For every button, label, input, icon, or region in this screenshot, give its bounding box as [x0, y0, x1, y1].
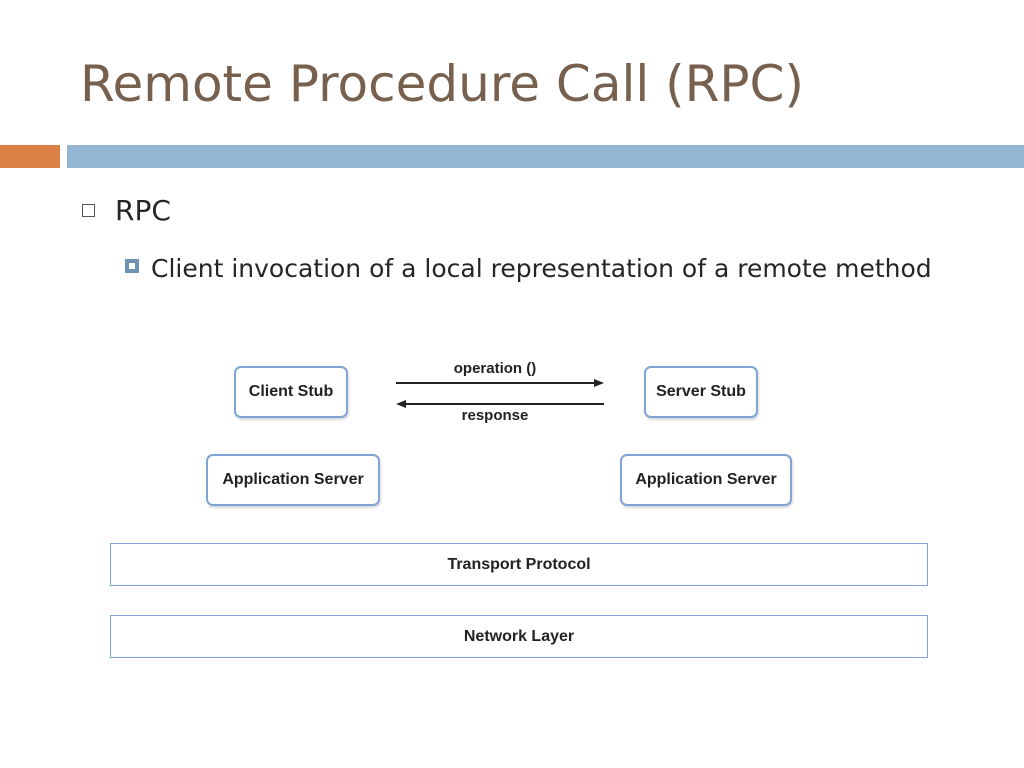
bullet-text-rpc: RPC: [115, 194, 171, 227]
client-application-server-box: Application Server: [206, 454, 380, 506]
hollow-square-bullet-icon: [82, 204, 95, 217]
filled-square-bullet-icon: [125, 259, 139, 273]
response-arrow-label: response: [461, 407, 529, 424]
server-stub-box: Server Stub: [644, 366, 758, 418]
sub-bullet-text: Client invocation of a local representat…: [151, 254, 932, 283]
response-arrowhead-icon: [396, 400, 406, 408]
network-layer: Network Layer: [110, 615, 928, 658]
request-arrowhead-icon: [594, 379, 604, 387]
transport-protocol-layer: Transport Protocol: [110, 543, 928, 586]
accent-bar-blue: [67, 145, 1024, 168]
request-arrow-label: operation (): [453, 360, 537, 377]
accent-bar-orange: [0, 145, 60, 168]
client-stub-box: Client Stub: [234, 366, 348, 418]
slide-title: Remote Procedure Call (RPC): [80, 55, 804, 113]
server-application-server-box: Application Server: [620, 454, 792, 506]
request-response-arrows: [396, 379, 604, 408]
